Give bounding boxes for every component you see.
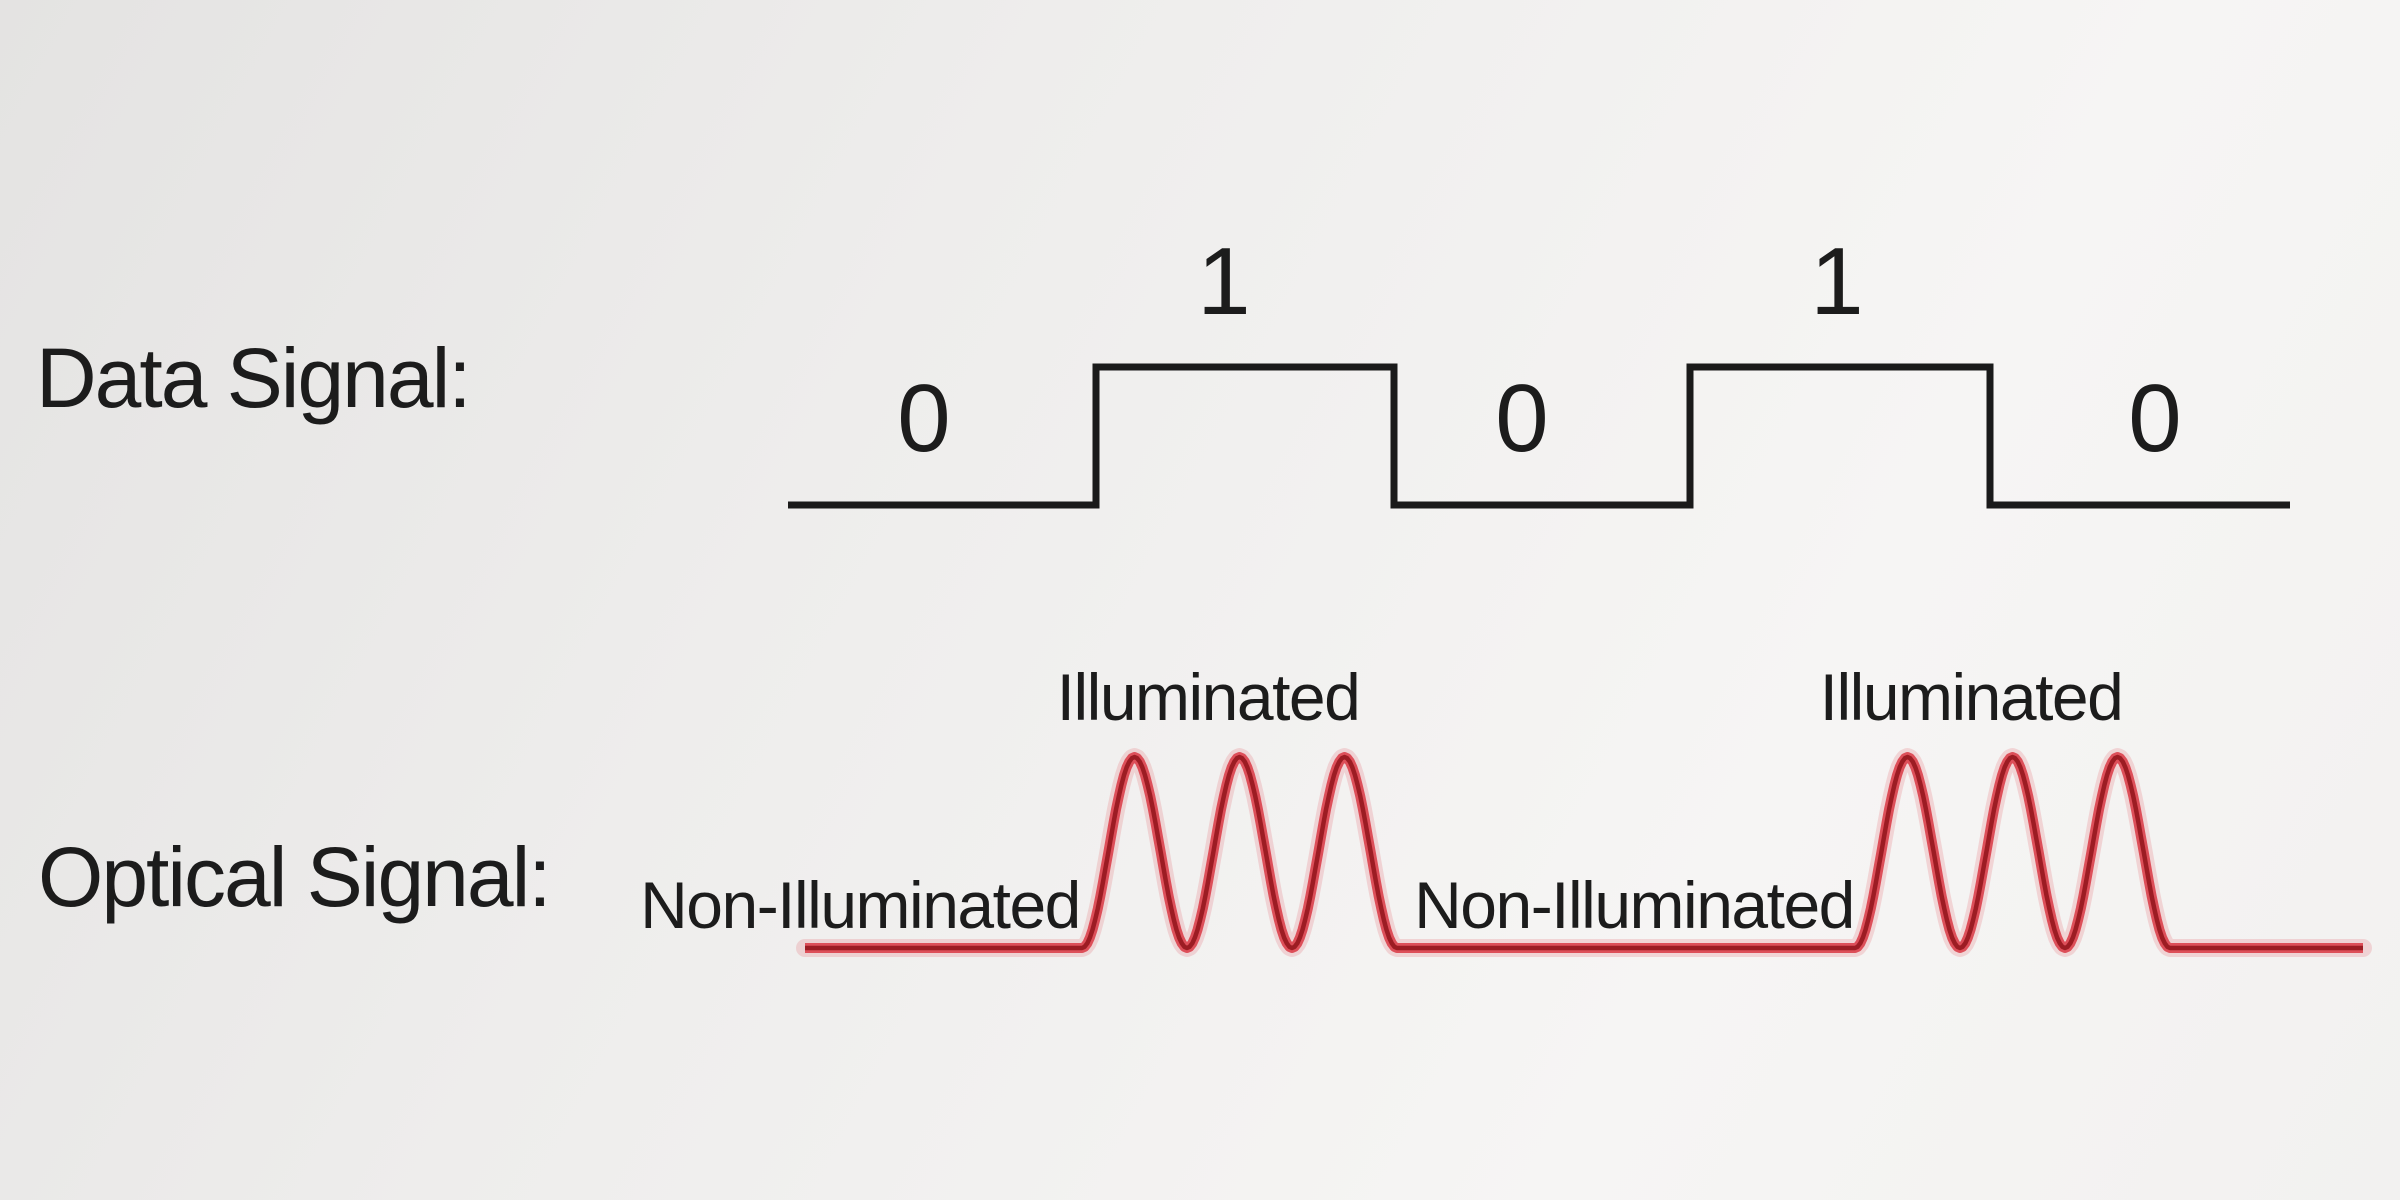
data-signal-row-label: Data Signal: xyxy=(36,331,472,425)
bit-value-label: 1 xyxy=(1810,228,1864,335)
bit-value-label: 1 xyxy=(1197,228,1251,335)
optical-signal-row-label: Optical Signal: xyxy=(38,830,552,924)
illuminated-label: Illuminated xyxy=(1056,660,1361,734)
bit-value-label: 0 xyxy=(1495,365,1549,472)
optical-signal-wave xyxy=(805,754,2363,951)
non-illuminated-label: Non-Illuminated xyxy=(640,868,1081,942)
data-signal-wave xyxy=(788,363,2290,509)
non-illuminated-label: Non-Illuminated xyxy=(1414,868,1855,942)
illuminated-label: Illuminated xyxy=(1819,660,2124,734)
bit-value-label: 0 xyxy=(2128,365,2182,472)
bit-value-label: 0 xyxy=(897,365,951,472)
